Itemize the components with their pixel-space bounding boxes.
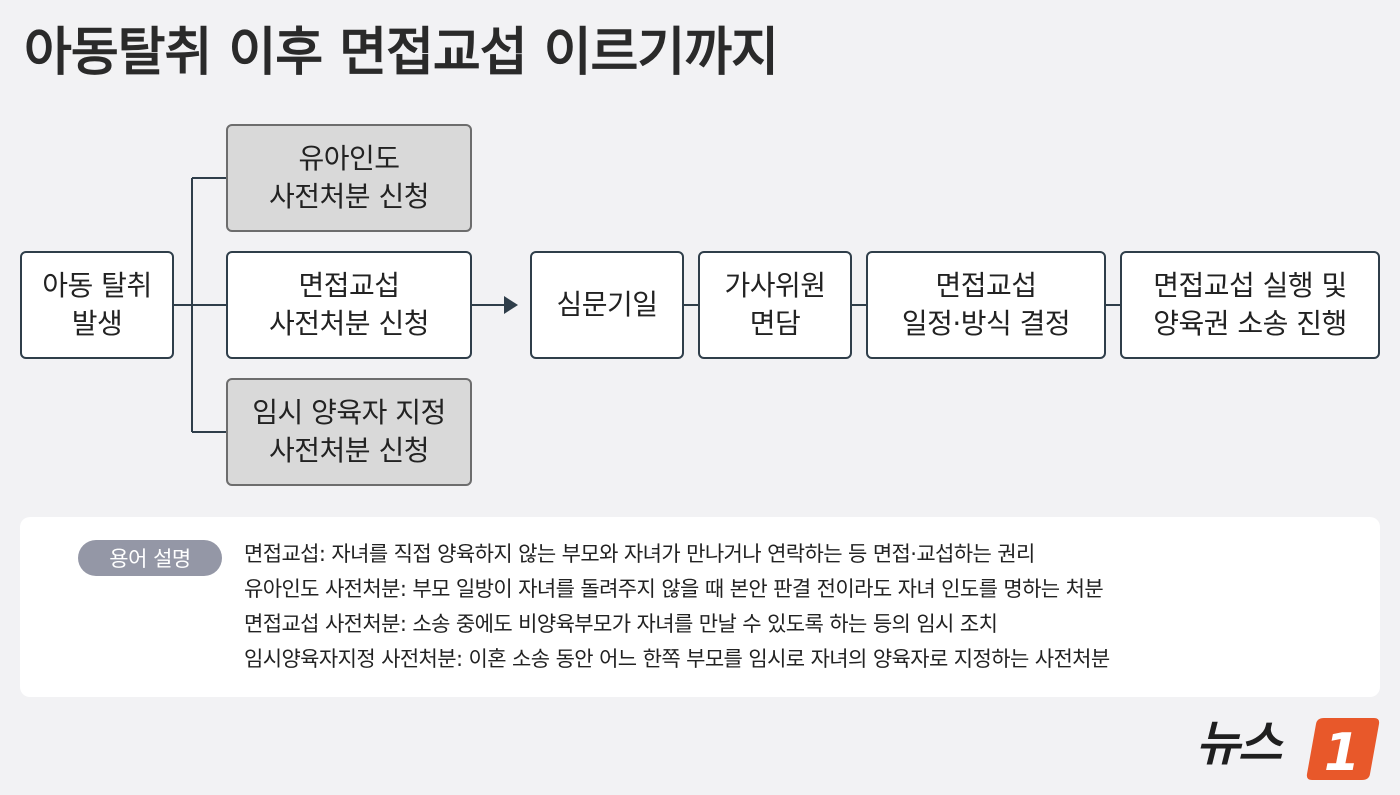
logo-mark-icon: 1: [1306, 718, 1380, 782]
step-box-family-commissioner: 가사위원 면담: [698, 251, 852, 359]
terms-list: 면접교섭: 자녀를 직접 양육하지 않는 부모와 자녀가 만나거나 연락하는 등…: [244, 537, 1110, 677]
logo-mark-text: 1: [1324, 723, 1360, 782]
logo-text: 뉴스: [1196, 716, 1282, 772]
term-item: 유아인도 사전처분: 부모 일방이 자녀를 돌려주지 않을 때 본안 판결 전이…: [244, 577, 1104, 601]
terms-panel: 용어 설명 면접교섭: 자녀를 직접 양육하지 않는 부모와 자녀가 만나거나 …: [20, 517, 1380, 697]
term-item: 면접교섭 사전처분: 소송 중에도 비양육부모가 자녀를 만날 수 있도록 하는…: [244, 612, 998, 636]
step-box-execution: 면접교섭 실행 및 양육권 소송 진행: [1120, 251, 1380, 359]
term-item: 면접교섭: 자녀를 직접 양육하지 않는 부모와 자녀가 만나거나 연락하는 등…: [244, 542, 1035, 566]
start-box: 아동 탈취 발생: [20, 251, 174, 359]
page-title: 아동탈취 이후 면접교섭 이르기까지: [24, 23, 779, 83]
branch-box-temporary-guardian: 임시 양육자 지정 사전처분 신청: [226, 378, 472, 486]
step-box-schedule-decision: 면접교섭 일정·방식 결정: [866, 251, 1106, 359]
branch-box-visitation: 면접교섭 사전처분 신청: [226, 251, 472, 359]
step-box-hearing: 심문기일: [530, 251, 684, 359]
arrow-head-icon: [504, 296, 518, 314]
news1-logo: 뉴스 1: [1196, 712, 1382, 784]
branch-box-child-custody: 유아인도 사전처분 신청: [226, 124, 472, 232]
terms-badge: 용어 설명: [78, 540, 222, 576]
term-item: 임시양육자지정 사전처분: 이혼 소송 동안 어느 한쪽 부모를 임시로 자녀의…: [244, 647, 1110, 671]
